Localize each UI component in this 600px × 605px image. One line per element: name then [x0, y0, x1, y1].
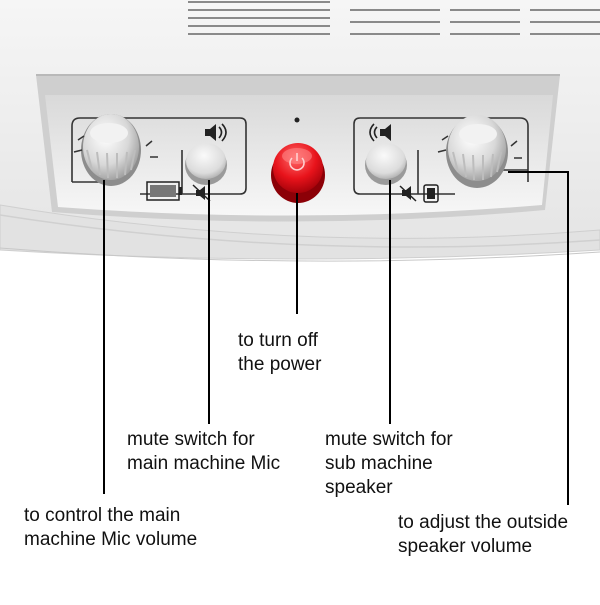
mic-on-icon [369, 123, 391, 142]
callout-power: to turn off the power [238, 329, 321, 377]
battery-icon [146, 181, 182, 201]
phone-icon [423, 184, 439, 203]
power-icon [289, 153, 305, 171]
leader-line-speaker-volume [508, 171, 569, 505]
knob-scale-marks [73, 135, 158, 158]
callout-speaker-mute: mute switch for sub machine speaker [325, 428, 453, 500]
speaker-mute-icon [192, 184, 211, 202]
callout-speaker-volume-line1: to adjust the outside [398, 512, 569, 533]
callout-mic-mute-line1: mute switch for [127, 429, 255, 450]
main-mic-volume-knob[interactable] [81, 114, 141, 186]
speaker-volume-knob[interactable] [446, 115, 508, 188]
callout-speaker-volume: to adjust the outside speaker volume [398, 511, 568, 559]
power-indicator-dot [294, 117, 300, 123]
callout-power-line1: to turn off [238, 330, 318, 351]
callout-mic-mute: mute switch for main machine Mic [127, 428, 280, 476]
knob-scale-marks-right [437, 135, 522, 159]
speaker-mute-button[interactable] [365, 143, 407, 185]
callout-speaker-mute-line1: mute switch for [325, 429, 453, 450]
leader-lines [103, 171, 569, 505]
callout-speaker-mute-line2: sub machine [325, 453, 433, 474]
mic-mute-button[interactable] [185, 143, 227, 185]
callout-power-line2: the power [238, 354, 322, 375]
callout-speaker-mute-line3: speaker [325, 477, 393, 498]
speaker-volume-icon [205, 123, 227, 142]
callout-mic-mute-line2: main machine Mic [127, 453, 281, 474]
mic-mute-icon [399, 185, 417, 202]
callout-mic-volume-line2: machine Mic volume [24, 529, 198, 550]
speaker-grille [188, 1, 600, 35]
callout-mic-volume-line1: to control the main [24, 505, 181, 526]
callout-mic-volume: to control the main machine Mic volume [24, 504, 197, 552]
callout-speaker-volume-line2: speaker volume [398, 536, 533, 557]
